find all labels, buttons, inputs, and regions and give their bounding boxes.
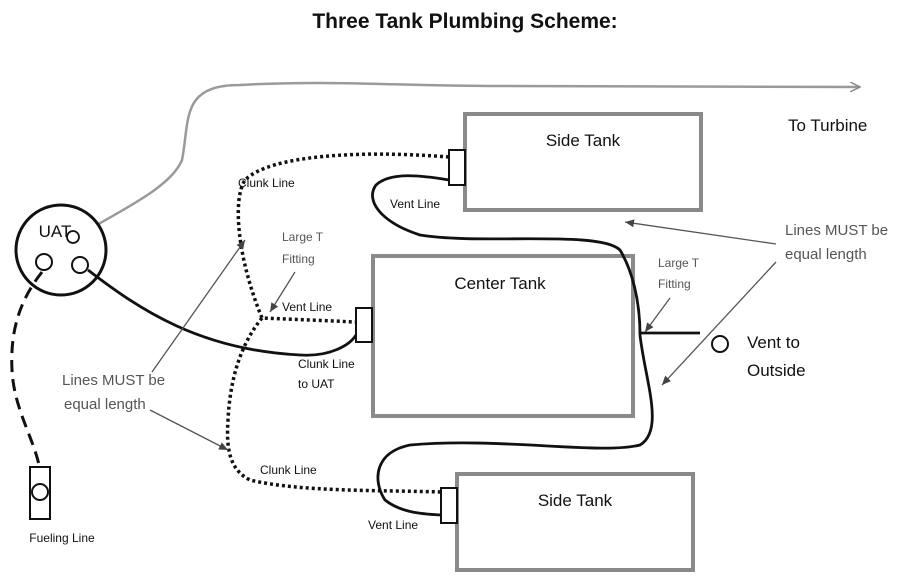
- large-t-left-label-1: Large T: [282, 230, 324, 244]
- fueling-line-label: Fueling Line: [29, 531, 95, 545]
- side-tank-top: [463, 112, 703, 212]
- side-tank-top-label: Side Tank: [546, 131, 621, 150]
- vent-line-top-label: Vent Line: [390, 197, 440, 211]
- vent-line-bottom-label: Vent Line: [368, 518, 418, 532]
- to-turbine-label: To Turbine: [788, 116, 867, 135]
- uat-circle: [14, 203, 108, 297]
- clunk-line-top-label: Clunk Line: [238, 176, 295, 190]
- vent-outlet: [711, 335, 729, 353]
- clunk-line-top: [236, 152, 450, 324]
- lines-equal-left-label-1: Lines MUST be: [62, 372, 165, 389]
- uat-label: UAT: [39, 222, 72, 241]
- uat-port-left: [35, 253, 53, 271]
- vent-to-outside-label-1: Vent to: [747, 333, 800, 352]
- vent-to-outside-label-2: Outside: [747, 361, 806, 380]
- lines-equal-right-label-1: Lines MUST be: [785, 222, 888, 239]
- clunk-line-uat-label-2: to UAT: [298, 377, 335, 391]
- large-t-right-label-2: Fitting: [658, 277, 691, 291]
- clunk-line-to-uat: [87, 268, 358, 357]
- fueling-line: [10, 271, 44, 471]
- large-t-left-label-2: Fitting: [282, 252, 315, 266]
- center-tank-label: Center Tank: [454, 274, 546, 293]
- vent-line-bottom: [376, 334, 654, 517]
- clunk-line-bottom: [225, 316, 442, 494]
- uat-port-right: [71, 256, 89, 274]
- arrow-large-t-left: [269, 271, 296, 313]
- lines-equal-left-label-2: equal length: [64, 396, 146, 413]
- diagram-title: Three Tank Plumbing Scheme:: [312, 10, 617, 33]
- side-tank-bottom: [455, 472, 695, 572]
- arrow-lines-equal-right-down: [661, 261, 777, 386]
- turbine-line: [71, 81, 860, 242]
- clunk-line-uat-label-1: Clunk Line: [298, 357, 355, 371]
- fueling-port-opening: [31, 483, 49, 501]
- arrow-lines-equal-left-up: [151, 239, 246, 373]
- uat-port-top: [66, 230, 80, 244]
- fitting-side-tank-bottom: [440, 487, 458, 524]
- large-t-right-label-1: Large T: [658, 256, 700, 270]
- fitting-center-tank: [355, 307, 373, 343]
- arrow-large-t-right: [644, 297, 671, 333]
- lines-equal-right-label-2: equal length: [785, 246, 867, 263]
- center-tank: [371, 254, 635, 418]
- side-tank-bottom-label: Side Tank: [538, 491, 613, 510]
- clunk-line-bottom-label: Clunk Line: [260, 463, 317, 477]
- arrow-lines-equal-right-up: [624, 219, 777, 245]
- vent-line-center-label: Vent Line: [282, 300, 332, 314]
- fitting-side-tank-top: [448, 149, 466, 186]
- vent-line-top: [371, 174, 642, 336]
- arrow-lines-equal-left-down: [149, 409, 229, 451]
